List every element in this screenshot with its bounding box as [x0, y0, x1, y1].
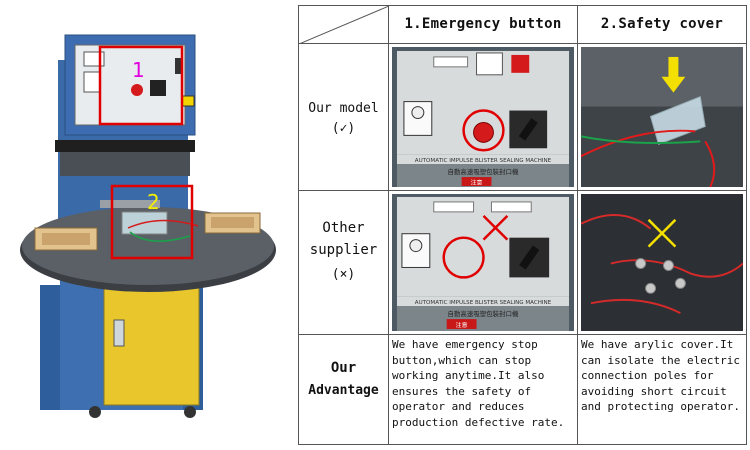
- header-safety-cover: 2.Safety cover: [600, 16, 724, 32]
- highlight-box-2: [110, 184, 194, 260]
- yellow-arrow-head: [661, 76, 686, 93]
- caster-right: [184, 406, 196, 418]
- header-corner-cell: [298, 5, 389, 44]
- row-label-other-supplier: Other supplier (×): [298, 191, 389, 335]
- comparison-table: 1.Emergency button 2.Safety cover Our mo…: [298, 5, 747, 445]
- timer-1: [83, 71, 101, 93]
- wood-mould-left-inner: [42, 233, 90, 245]
- red-cross-b: [482, 214, 509, 241]
- wood-mould-right-inner: [211, 217, 254, 228]
- upper-platen: [55, 140, 195, 152]
- red-circle-mark: [462, 109, 505, 152]
- advantage-text-emergency: We have emergency stop button,which can …: [392, 338, 565, 429]
- wire-green: [129, 231, 191, 242]
- other-emergency-photo: AUTOMATIC IMPULSE BLISTER SEALING MACHIN…: [392, 194, 574, 331]
- other-supplier-line1: Other: [322, 220, 365, 236]
- yellow-arrow-shaft: [668, 56, 679, 79]
- badge-2: 2: [147, 190, 160, 214]
- advantage-cell-col2: We have arylic cover.It can isolate the …: [578, 335, 747, 445]
- row-label-our-model: Our model (✓): [298, 44, 389, 191]
- header-cell-col1: 1.Emergency button: [389, 5, 578, 44]
- other-supplier-line2: supplier: [309, 242, 378, 258]
- badge-1: 1: [132, 58, 145, 82]
- other-emergency-photo-cell: AUTOMATIC IMPULSE BLISTER SEALING MACHIN…: [389, 191, 578, 335]
- our-panel-label: AUTOMATIC IMPULSE BLISTER SEALING MACHIN…: [415, 158, 552, 164]
- machine-illustration: 1 2: [20, 34, 276, 418]
- red-circle-empty: [442, 236, 485, 279]
- other-cover-photo-cell: [578, 191, 747, 335]
- header-cell-col2: 2.Safety cover: [578, 5, 747, 44]
- row-label-our-advantage: Our Advantage: [298, 335, 389, 445]
- panel-knob: [150, 80, 166, 96]
- our-advantage-line1: Our: [330, 360, 357, 376]
- our-model-check: (✓): [331, 121, 356, 136]
- header-emergency-button: 1.Emergency button: [404, 16, 562, 32]
- advantage-cell-col1: We have emergency stop button,which can …: [389, 335, 578, 445]
- other-supplier-cross: (×): [331, 267, 356, 282]
- our-caution-label: 注意: [471, 179, 483, 187]
- other-cover-photo: [581, 194, 743, 331]
- our-model-label: Our model: [308, 101, 379, 116]
- heater-block: [60, 152, 190, 176]
- caster-left: [89, 406, 101, 418]
- other-panel-label: AUTOMATIC IMPULSE BLISTER SEALING MACHIN…: [415, 300, 552, 306]
- advantage-text-cover: We have arylic cover.It can isolate the …: [581, 338, 740, 413]
- yellow-cross-b: [647, 218, 677, 248]
- other-caution-label: 注意: [456, 321, 468, 329]
- our-panel-cn: 自動高速吸塑包裝封口機: [448, 167, 519, 176]
- our-cover-photo-cell: [578, 44, 747, 191]
- lower-mould: [100, 200, 160, 208]
- other-panel-cn: 自動高速吸塑包裝封口機: [448, 309, 519, 318]
- cabinet-handle: [113, 319, 125, 347]
- our-advantage-line2: Advantage: [308, 383, 379, 398]
- panel-switch: [175, 58, 181, 74]
- highlight-box-1: [98, 45, 184, 126]
- machine-leg-left: [40, 285, 60, 410]
- corner-diagonal: [299, 6, 389, 44]
- warning-label: [181, 95, 195, 107]
- machine-photo: 1 2: [0, 0, 296, 450]
- our-emergency-photo-cell: AUTOMATIC IMPULSE BLISTER SEALING MACHIN…: [389, 44, 578, 191]
- our-cover-photo: [581, 47, 743, 187]
- our-emergency-photo: AUTOMATIC IMPULSE BLISTER SEALING MACHIN…: [392, 47, 574, 187]
- panel-emergency-button: [131, 84, 143, 96]
